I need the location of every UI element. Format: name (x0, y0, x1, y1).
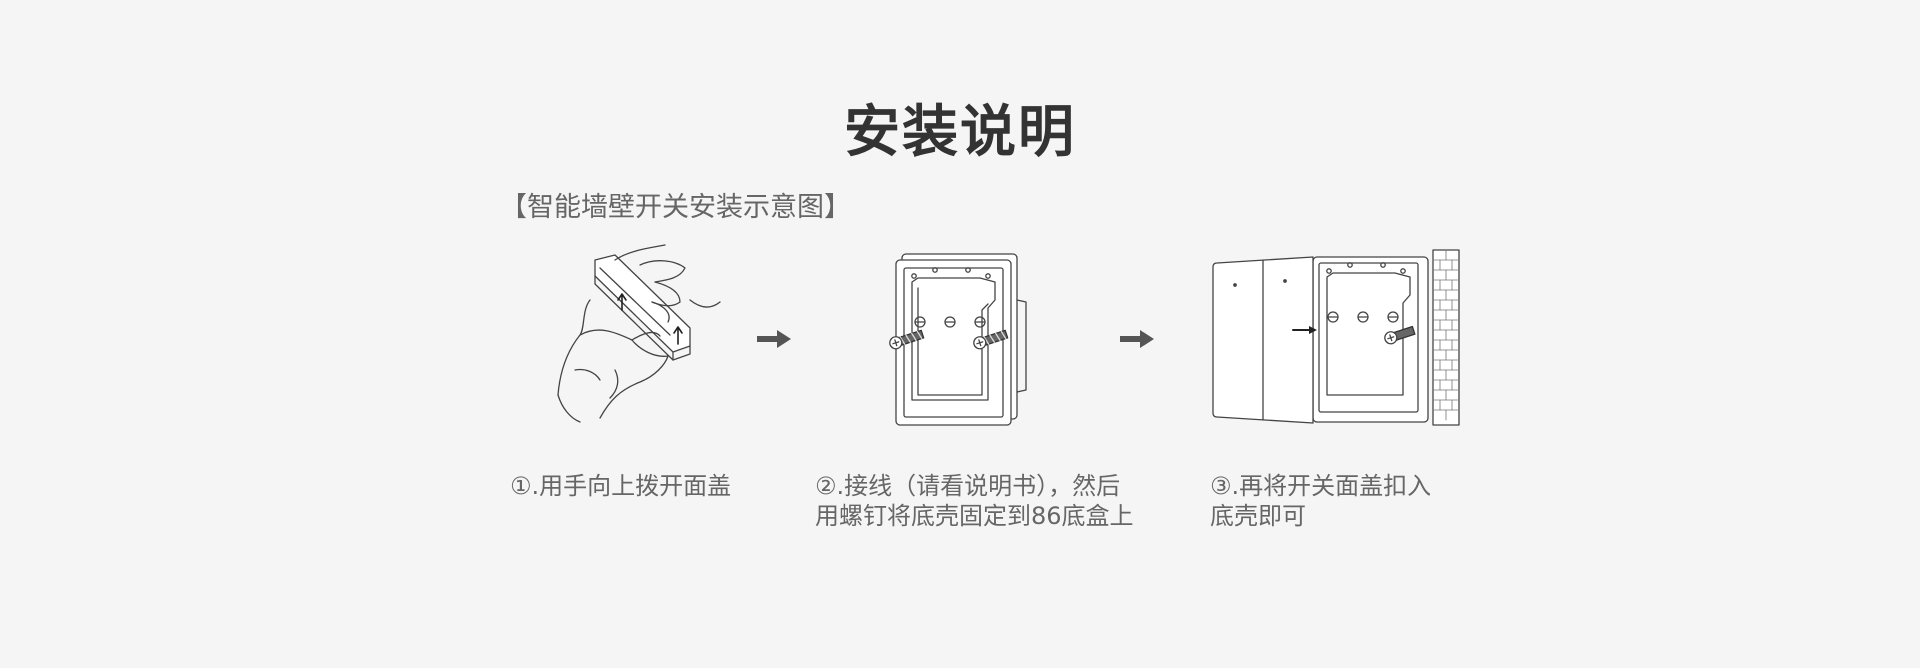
step-3-caption: ③.再将开关面盖扣入 底壳即可 (1210, 471, 1431, 531)
step-1-line-1: ①.用手向上拨开面盖 (510, 472, 732, 500)
step-2-line-2: 用螺钉将底壳固定到86底盒上 (815, 502, 1134, 530)
step-1-caption: ①.用手向上拨开面盖 (510, 471, 731, 501)
cover-snap-on-wall-icon (1205, 245, 1465, 430)
step-3-line-2: 底壳即可 (1210, 502, 1306, 530)
step-2-caption: ②.接线（请看说明书），然后 用螺钉将底壳固定到86底盒上 (815, 471, 1134, 531)
arrow-right-icon (1120, 330, 1154, 352)
page-title: 安装说明 (844, 100, 1076, 165)
diagram-subtitle: 【智能墙壁开关安装示意图】 (500, 192, 851, 223)
arrow-right-icon (757, 330, 791, 352)
step-3-line-1: ③.再将开关面盖扣入 (1210, 472, 1432, 500)
base-plate-with-screws-icon (880, 250, 1030, 430)
hand-lifting-cover-icon (540, 240, 730, 425)
step-2-line-1: ②.接线（请看说明书），然后 (815, 472, 1121, 500)
